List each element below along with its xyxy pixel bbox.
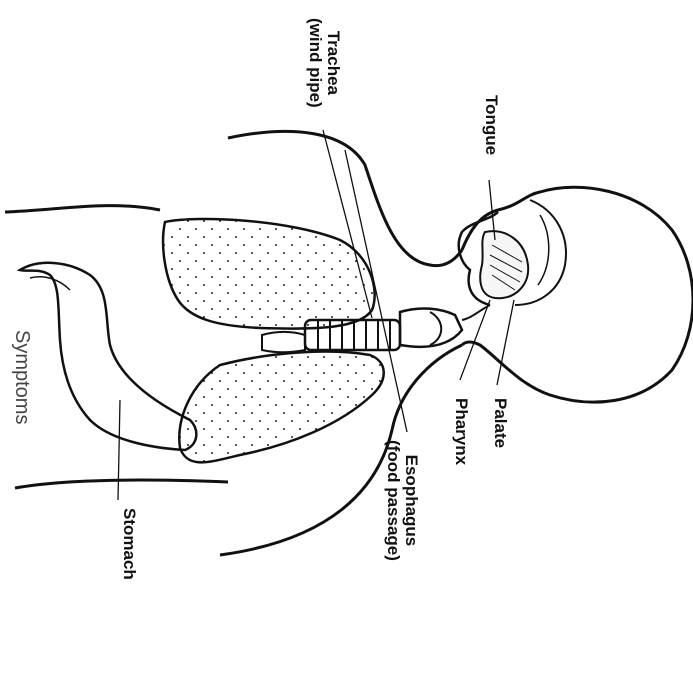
lower-lung: [179, 352, 383, 463]
bronchi: [262, 332, 305, 352]
pointer-pharynx: [460, 300, 490, 380]
label-trachea-line1: Trachea: [324, 18, 342, 108]
label-esophagus: Esophagus (food passage): [384, 440, 420, 561]
label-stomach: Stomach: [120, 508, 138, 580]
body-outline-bottom: [15, 480, 228, 488]
label-trachea-line2: (wind pipe): [306, 18, 324, 108]
label-esophagus-line2: (food passage): [384, 440, 402, 561]
label-tongue: Tongue: [482, 95, 500, 155]
label-trachea: Trachea (wind pipe): [306, 18, 342, 108]
label-palate: Palate: [491, 398, 509, 448]
tongue-shape: [480, 231, 528, 298]
body-outline-left: [5, 206, 160, 212]
stomach-shape: [20, 263, 196, 450]
watermark-symptoms: Symptoms: [11, 330, 32, 424]
larynx: [400, 308, 462, 346]
label-pharynx: Pharynx: [452, 398, 470, 465]
nasal-inner: [538, 215, 549, 285]
pointer-stomach: [118, 400, 120, 500]
label-esophagus-line1: Esophagus: [402, 440, 420, 561]
upper-lung: [163, 219, 375, 329]
